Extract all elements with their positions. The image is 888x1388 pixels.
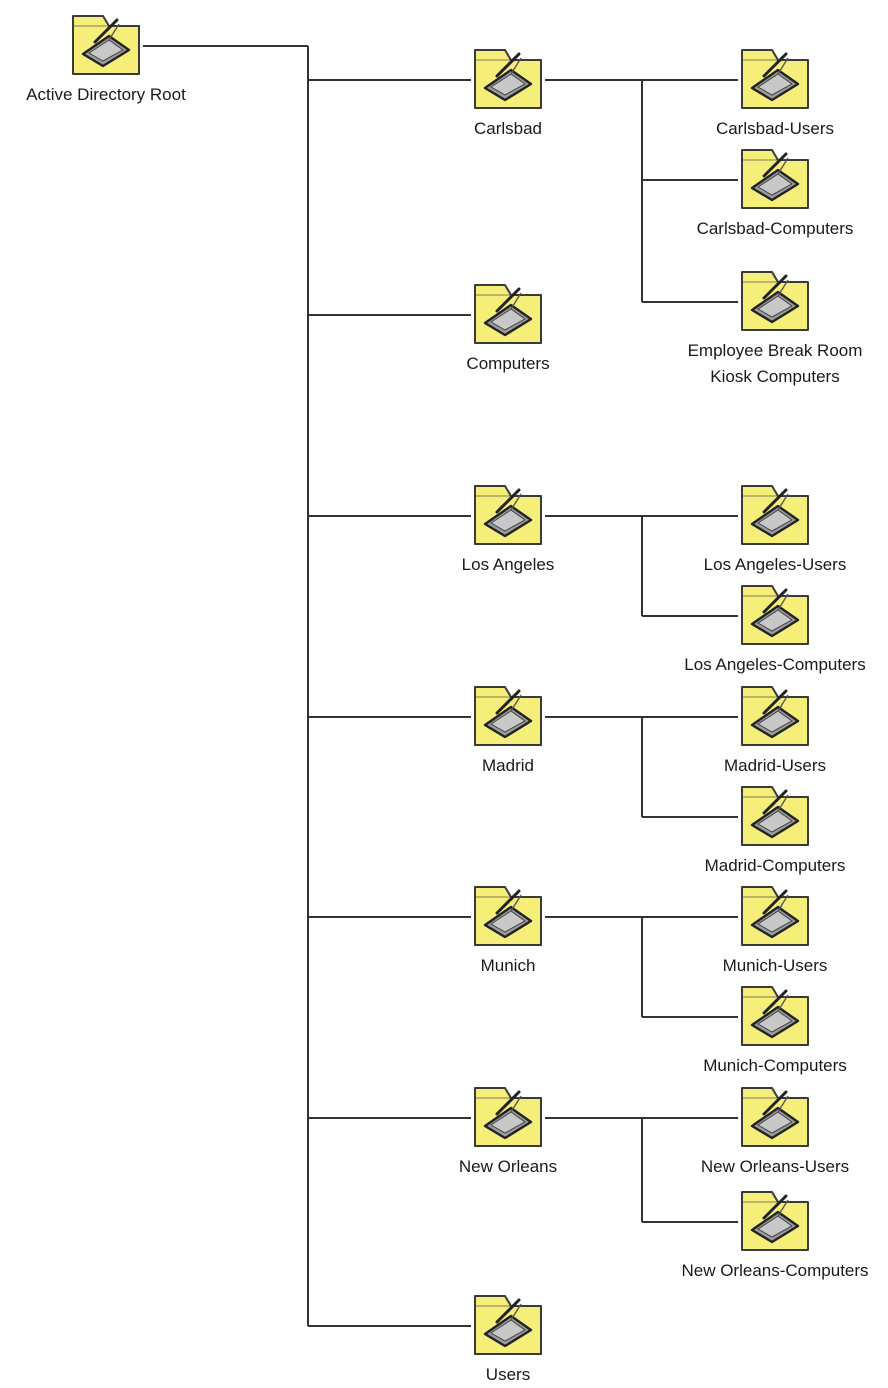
ou-folder-icon [738, 42, 812, 112]
ou-folder-icon [738, 1184, 812, 1254]
ou-node-neworleans[interactable]: New Orleans [459, 1087, 557, 1176]
ou-folder-icon [738, 1080, 812, 1150]
ou-folder-icon [471, 277, 545, 347]
ou-node-munich[interactable]: Munich [474, 886, 542, 975]
ou-folder-icon [738, 779, 812, 849]
ou-node-users[interactable]: Users [474, 1295, 542, 1384]
ou-folder-icon [738, 879, 812, 949]
ou-node-munich-computers[interactable]: Munich-Computers [703, 986, 847, 1075]
ou-label: Madrid [482, 756, 534, 775]
ou-label: Computers [466, 354, 550, 373]
ou-label: Users [485, 1365, 531, 1384]
ou-node-la-users[interactable]: Los Angeles-Users [704, 485, 846, 574]
ou-folder-icon [738, 979, 812, 1049]
ou-label: New Orleans [458, 1157, 558, 1176]
ou-label: Madrid-Users [723, 756, 827, 775]
ou-label: Los Angeles-Users [703, 555, 847, 574]
ou-node-losangeles[interactable]: Los Angeles [462, 485, 554, 574]
ou-label: Munich-Users [722, 956, 828, 975]
ou-folder-icon [738, 679, 812, 749]
ou-label: Munich-Computers [703, 1056, 847, 1075]
ou-folder-icon [471, 478, 545, 548]
ou-node-madrid-users[interactable]: Madrid-Users [724, 686, 826, 775]
ou-node-carlsbad-computers[interactable]: Carlsbad-Computers [697, 149, 853, 238]
ou-label: Employee Break Room Kiosk Computers [687, 341, 863, 386]
ou-node-munich-users[interactable]: Munich-Users [723, 886, 827, 975]
ou-folder-icon [471, 679, 545, 749]
ou-folder-icon [69, 8, 143, 78]
ou-label: Carlsbad [473, 119, 543, 138]
ou-folder-icon [471, 879, 545, 949]
ou-folder-icon [738, 478, 812, 548]
ou-folder-icon [471, 42, 545, 112]
ou-label: Madrid-Computers [704, 856, 846, 875]
ou-node-carlsbad-users[interactable]: Carlsbad-Users [716, 49, 834, 138]
ou-folder-icon [738, 578, 812, 648]
ou-folder-icon [471, 1288, 545, 1358]
ou-label: New Orleans-Computers [681, 1261, 869, 1280]
ou-label: Munich [480, 956, 536, 975]
ou-node-madrid[interactable]: Madrid [474, 686, 542, 775]
ou-label: Active Directory Root [26, 85, 186, 104]
ou-node-no-computers[interactable]: New Orleans-Computers [681, 1191, 869, 1280]
ou-folder-icon [738, 264, 812, 334]
ou-label: Carlsbad-Computers [696, 219, 854, 238]
ou-node-kiosk[interactable]: Employee Break Room Kiosk Computers [688, 271, 862, 386]
ou-node-madrid-computers[interactable]: Madrid-Computers [705, 786, 845, 875]
ou-label: Los Angeles [461, 555, 555, 574]
ou-label: New Orleans-Users [700, 1157, 850, 1176]
ou-node-la-computers[interactable]: Los Angeles-Computers [684, 585, 866, 674]
ou-label: Los Angeles-Computers [684, 655, 866, 674]
ou-folder-icon [738, 142, 812, 212]
ou-node-computers[interactable]: Computers [466, 284, 550, 373]
ou-node-root[interactable]: Active Directory Root [26, 15, 186, 104]
ou-label: Carlsbad-Users [715, 119, 835, 138]
ou-folder-icon [471, 1080, 545, 1150]
ou-node-carlsbad[interactable]: Carlsbad [474, 49, 542, 138]
ou-node-no-users[interactable]: New Orleans-Users [701, 1087, 849, 1176]
